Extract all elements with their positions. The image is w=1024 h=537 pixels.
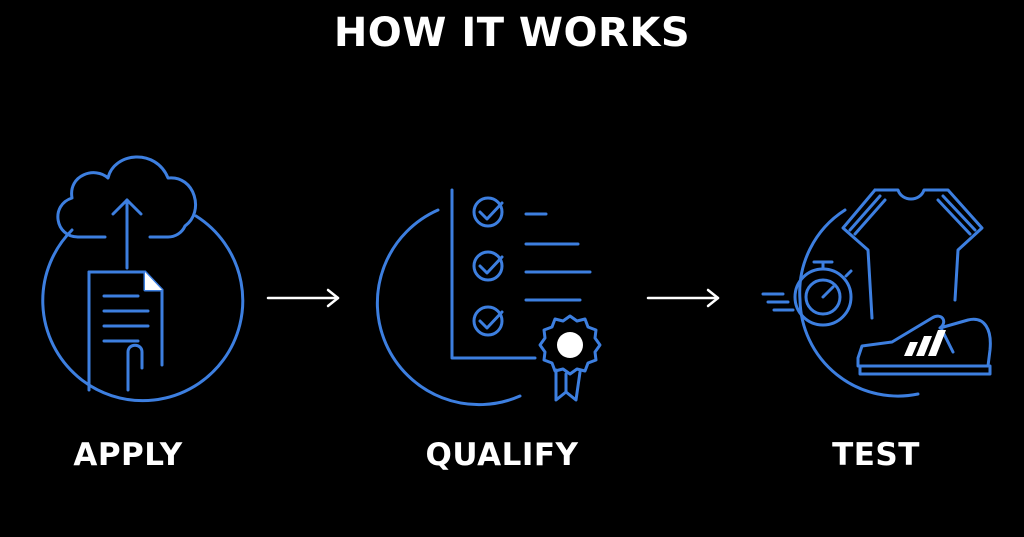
stopwatch-shirt-shoe-icon	[761, 188, 992, 398]
arrow-right-icon	[646, 288, 720, 308]
checklist-certificate-icon	[375, 188, 602, 407]
cloud-upload-document-icon	[41, 155, 245, 403]
page-title: HOW IT WORKS	[333, 10, 691, 56]
arrow-right-icon	[266, 288, 340, 308]
shoe-stripes	[904, 330, 946, 356]
badge-seal	[557, 332, 583, 358]
document-corner-fold	[145, 272, 162, 290]
step-label-apply: APPLY	[73, 437, 183, 473]
step-label-test: TEST	[832, 437, 920, 473]
step-label-qualify: QUALIFY	[425, 437, 579, 473]
